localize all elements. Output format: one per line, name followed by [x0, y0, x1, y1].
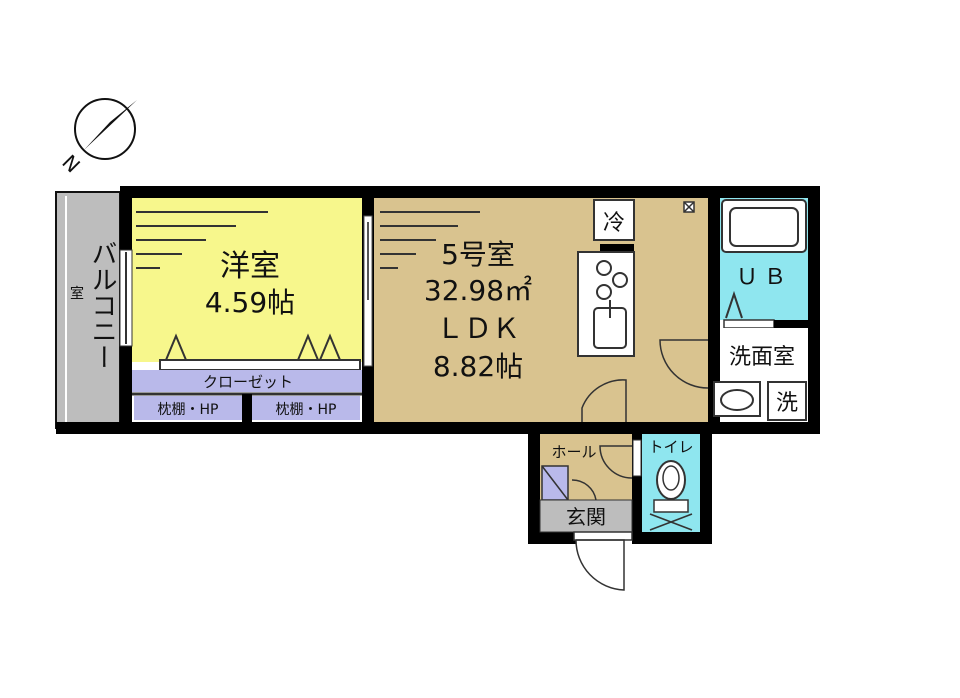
- inner-wall-ldk-wet: [708, 198, 720, 422]
- closet-label: クローゼット: [203, 373, 293, 391]
- ldk-lines: [380, 211, 480, 269]
- entrance-label: 玄関: [566, 505, 606, 529]
- entrance-area: [539, 499, 633, 533]
- kitchen-counter: [577, 251, 635, 357]
- western-room-lines: [136, 211, 268, 269]
- bathtub-inner: [729, 207, 799, 247]
- closet-top-rail: [159, 359, 361, 371]
- western-room-label: 洋室: [220, 249, 280, 284]
- door-swing-entrance: [575, 539, 625, 591]
- ldk-unit-label: 5号室: [441, 238, 515, 271]
- lower-wall-bottom-right: [632, 532, 712, 544]
- outer-wall-top: [120, 186, 820, 198]
- wall-hall-toilet: [632, 434, 642, 544]
- ldk-type: ＬＤＫ: [436, 312, 520, 345]
- kitchen-wall-segment: [600, 244, 634, 252]
- shelf-separator: [242, 394, 252, 422]
- stove-burner-icon: [596, 260, 612, 276]
- washer-box: [767, 381, 807, 421]
- bath-wall: [774, 320, 808, 328]
- bath-door: [723, 319, 775, 329]
- toilet-floor-marks: [649, 513, 693, 531]
- hall-label: ホール: [551, 443, 596, 461]
- balcony-ac-mark: 室: [70, 285, 84, 302]
- lower-wall-right: [700, 422, 712, 544]
- compass-needle-icon: [84, 100, 137, 150]
- ldk-room: [374, 198, 708, 422]
- fridge-box: [593, 199, 635, 241]
- toilet-label: トイレ: [648, 438, 693, 456]
- western-room-size: 4.59帖: [205, 286, 295, 319]
- stove-burner-icon: [596, 284, 612, 300]
- washroom-label: 洗面室: [729, 345, 795, 370]
- western-room-window: [119, 249, 133, 347]
- vent-icon: [683, 201, 695, 213]
- shelf-right-label: 枕棚・HP: [276, 402, 337, 418]
- toilet-tank-icon: [653, 499, 689, 513]
- compass-north-label: N: [57, 150, 85, 178]
- door-swing-washroom: [659, 339, 709, 389]
- bath-marker: [725, 290, 743, 319]
- outer-wall-bottom: [56, 422, 820, 434]
- lower-wall-left: [528, 422, 540, 544]
- washer-label: 洗: [776, 391, 798, 416]
- shoe-cabinet-diagonal: [541, 465, 569, 501]
- stove-burner-icon: [612, 272, 628, 288]
- ldk-area: 32.98㎡: [424, 274, 532, 307]
- toilet-seat-icon: [662, 465, 680, 491]
- door-swing-step: [571, 479, 597, 501]
- unit-bath-label: ＵＢ: [736, 265, 792, 290]
- lower-wall-bottom-left: [528, 532, 576, 544]
- shelf-right-area: [252, 396, 360, 420]
- toilet-door: [632, 439, 642, 477]
- kitchen: 冷: [577, 199, 695, 357]
- fridge-label: 冷: [603, 211, 625, 236]
- shelf-left-area: [134, 396, 242, 420]
- balcony-label: バルコニー: [87, 240, 117, 370]
- shelf-left-label: 枕棚・HP: [158, 402, 219, 418]
- washbasin-bowl-icon: [720, 389, 754, 411]
- door-swing-hall: [581, 379, 627, 422]
- closet-area: [132, 370, 362, 392]
- bathtub-icon: [721, 199, 807, 253]
- outer-wall-right: [808, 186, 820, 434]
- ldk-size: 8.82帖: [433, 350, 523, 383]
- door-swing-toilet: [599, 445, 633, 479]
- compass: N: [57, 98, 137, 178]
- western-room-markers: [165, 333, 341, 361]
- entrance-door-leaf: [573, 531, 633, 541]
